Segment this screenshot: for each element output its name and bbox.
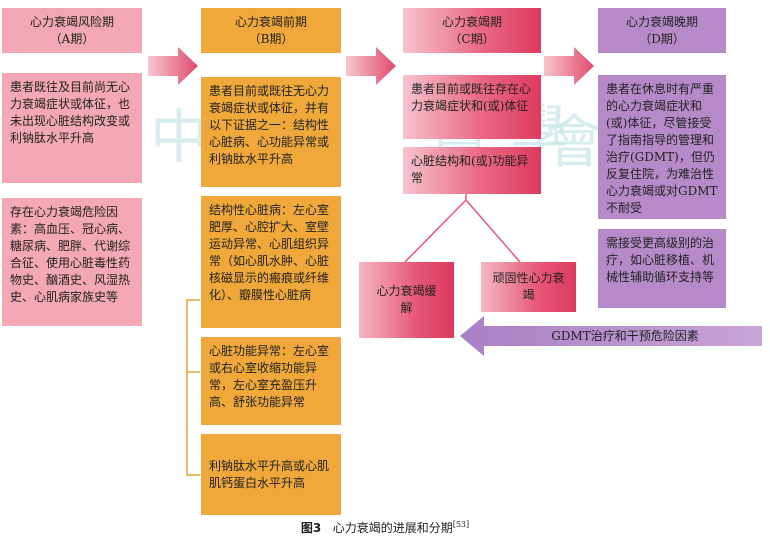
watermark-char-1: 中 xyxy=(150,103,209,171)
stage-a-header: 心力衰竭风险期 （A期） xyxy=(2,8,142,53)
stage-d-desc: 患者在休息时有严重的心力衰竭症状和(或)体征，尽管接受了指南指导的管理和治疗(G… xyxy=(606,82,718,215)
c-split-left xyxy=(404,199,467,263)
stage-c-desc: 患者目前或既往存在心力衰竭症状和(或)体征 xyxy=(411,82,532,113)
gdmt-arrow xyxy=(460,316,762,356)
stage-c-persistent: 顽固性心力衰竭 xyxy=(492,271,565,302)
stage-b-structural-box: 结构性心脏病：左心室肥厚、心腔扩大、室壁运动异常、心肌组织异常（如心肌水肿、心脏… xyxy=(201,196,341,328)
stage-b-functional-box: 心脏功能异常：左心室或右心室收缩功能异常，左心室充盈压升高、舒张功能异常 xyxy=(201,337,341,425)
stage-b-title: 心力衰竭前期 xyxy=(234,14,307,29)
stage-b-desc: 患者目前或既往无心力衰竭症状或体征，并有以下证据之一：结构性心脏病、心功能异常或… xyxy=(209,84,330,166)
b-bracket-line xyxy=(186,299,200,476)
stage-a-desc: 患者既往及目前尚无心力衰竭症状或体征，也未出现心脏结构改变或利钠肽水平升高 xyxy=(10,80,131,145)
stage-c-header: 心力衰竭期 （C期） xyxy=(403,8,541,53)
stage-d-title: 心力衰竭晚期 xyxy=(625,14,698,29)
stage-b-structural: 结构性心脏病：左心室肥厚、心腔扩大、室壁运动异常、心肌组织异常（如心肌水肿、心脏… xyxy=(209,203,330,302)
gdmt-label-text: GDMT治疗和干预危险因素 xyxy=(551,329,699,343)
stage-b-header: 心力衰竭前期 （B期） xyxy=(201,8,341,53)
stage-c-remission: 心力衰竭缓解 xyxy=(376,284,437,315)
arrow-b-to-c xyxy=(346,47,396,85)
stage-a-code: （A期） xyxy=(49,31,95,46)
stage-d-desc-box: 患者在休息时有严重的心力衰竭症状和(或)体征，尽管接受了指南指导的管理和治疗(G… xyxy=(598,75,726,219)
caption-ref: [53] xyxy=(452,520,470,529)
stage-d-therapy: 需接受更高级别的治疗，如心脏移植、机械性辅助循环支持等 xyxy=(606,236,715,284)
stage-b-code: （B期） xyxy=(248,31,294,46)
stage-c-structure: 心脏结构和(或)功能异常 xyxy=(411,154,529,185)
stage-d-therapy-box: 需接受更高级别的治疗，如心脏移植、机械性辅助循环支持等 xyxy=(598,229,726,308)
stage-c-code: （C期） xyxy=(449,31,495,46)
stage-c-title: 心力衰竭期 xyxy=(441,14,502,29)
c-split-right xyxy=(465,199,521,263)
stage-c-remission-box: 心力衰竭缓解 xyxy=(359,262,454,338)
stage-b-biomarker: 利钠肽水平升高或心肌肌钙蛋白水平升高 xyxy=(209,458,330,490)
stage-a-risk-box: 存在心力衰竭危险因素：高血压、冠心病、糖尿病、肥胖、代谢综合征、使用心脏毒性药物… xyxy=(2,198,142,326)
figure-caption: 图3 心力衰竭的进展和分期[53] xyxy=(0,519,770,536)
watermark-char-5: 會 xyxy=(545,108,604,176)
arrow-a-to-b xyxy=(148,47,198,85)
stage-a-title: 心力衰竭风险期 xyxy=(29,14,114,29)
stage-d-code: （D期） xyxy=(639,31,685,46)
stage-c-structure-box: 心脏结构和(或)功能异常 xyxy=(403,147,541,194)
stage-d-header: 心力衰竭晚期 （D期） xyxy=(598,8,726,53)
stage-b-biomarker-box: 利钠肽水平升高或心肌肌钙蛋白水平升高 xyxy=(201,434,341,515)
caption-text: 心力衰竭的进展和分期 xyxy=(332,521,453,535)
stage-a-risk: 存在心力衰竭危险因素：高血压、冠心病、糖尿病、肥胖、代谢综合征、使用心脏毒性药物… xyxy=(10,205,131,304)
stage-b-functional: 心脏功能异常：左心室或右心室收缩功能异常，左心室充盈压升高、舒张功能异常 xyxy=(209,344,330,409)
stage-b-desc-box: 患者目前或既往无心力衰竭症状或体征，并有以下证据之一：结构性心脏病、心功能异常或… xyxy=(201,77,341,187)
stage-c-persistent-box: 顽固性心力衰竭 xyxy=(481,262,576,312)
gdmt-label: GDMT治疗和干预危险因素 xyxy=(500,328,750,345)
arrow-c-to-d xyxy=(544,47,594,85)
caption-fig: 图3 xyxy=(300,521,322,535)
stage-c-desc-box: 患者目前或既往存在心力衰竭症状和(或)体征 xyxy=(403,75,541,139)
stage-a-desc-box: 患者既往及目前尚无心力衰竭症状或体征，也未出现心脏结构改变或利钠肽水平升高 xyxy=(2,73,142,183)
